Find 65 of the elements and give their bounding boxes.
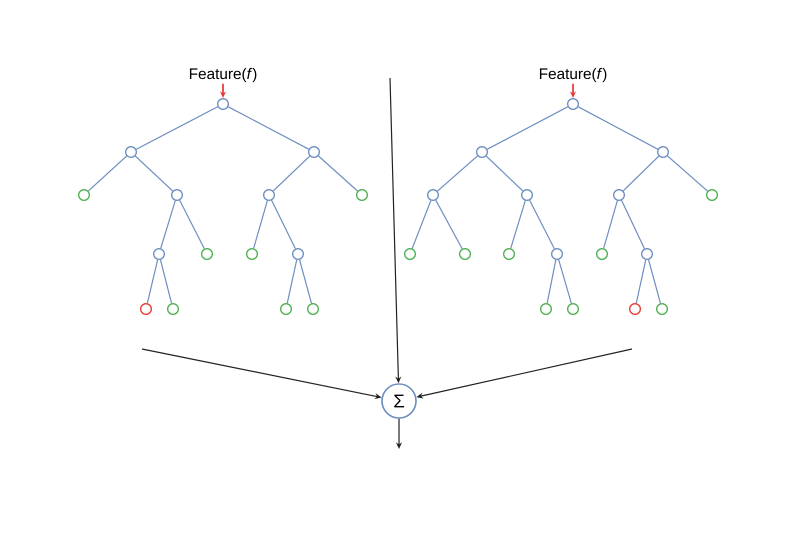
- branch-line: [621, 200, 645, 249]
- tree-node: [308, 146, 320, 158]
- branch-line: [253, 200, 268, 248]
- tree-node: [125, 146, 137, 158]
- sum-node: Σ: [381, 383, 417, 419]
- feature-label: Feature(f): [540, 68, 606, 82]
- branch-line: [412, 200, 432, 249]
- branch-line: [486, 156, 524, 192]
- leaf-node: [280, 303, 292, 315]
- leaf-node: [503, 248, 515, 260]
- branch-line: [437, 156, 478, 192]
- tree-node: [641, 248, 653, 260]
- leaf-node: [201, 248, 213, 260]
- leaf-node: [140, 303, 152, 315]
- tree-node: [171, 189, 183, 201]
- branch-line: [546, 260, 556, 304]
- branch-line: [578, 106, 658, 150]
- branch-line: [510, 200, 526, 248]
- branch-line: [136, 106, 218, 150]
- leaf-node: [459, 248, 471, 260]
- branch-line: [146, 260, 158, 304]
- leaf-node: [567, 303, 579, 315]
- feature-label: Feature(f): [190, 68, 256, 82]
- branch-line: [286, 260, 298, 304]
- tree-node: [613, 189, 625, 201]
- branch-line: [648, 260, 661, 304]
- leaf-node: [78, 189, 90, 201]
- branch-line: [318, 156, 358, 192]
- branch-line: [529, 200, 555, 249]
- tree-node: [153, 248, 165, 260]
- leaf-node: [706, 189, 718, 201]
- leaf-node: [540, 303, 552, 315]
- branch-line: [603, 200, 618, 248]
- branch-line: [299, 260, 312, 304]
- leaf-node: [307, 303, 319, 315]
- tree-node: [521, 189, 533, 201]
- branch-line: [160, 260, 172, 304]
- tree-node: [263, 189, 275, 201]
- branch-line: [558, 260, 572, 304]
- leaf-node: [167, 303, 179, 315]
- leaf-node: [246, 248, 258, 260]
- branch-line: [160, 200, 176, 248]
- branch-line: [636, 260, 646, 304]
- tree-node: [292, 248, 304, 260]
- tree-node: [427, 189, 439, 201]
- leaf-node: [596, 248, 608, 260]
- leaf-node: [629, 303, 641, 315]
- branch-line: [271, 200, 296, 249]
- tree-node: [567, 98, 579, 110]
- leaf-node: [404, 248, 416, 260]
- branch-line: [272, 156, 310, 192]
- branch-line: [134, 156, 174, 192]
- branch-line: [667, 156, 708, 192]
- branch-line: [435, 200, 463, 250]
- tree-node: [657, 146, 669, 158]
- tree-node: [217, 98, 229, 110]
- leaf-node: [356, 189, 368, 201]
- branch-line: [622, 156, 660, 192]
- leaf-node: [656, 303, 668, 315]
- branch-line: [88, 156, 127, 192]
- tree-node: [551, 248, 563, 260]
- branch-line: [487, 106, 568, 150]
- branch-line: [179, 200, 205, 249]
- branch-line: [228, 106, 309, 150]
- tree-node: [476, 146, 488, 158]
